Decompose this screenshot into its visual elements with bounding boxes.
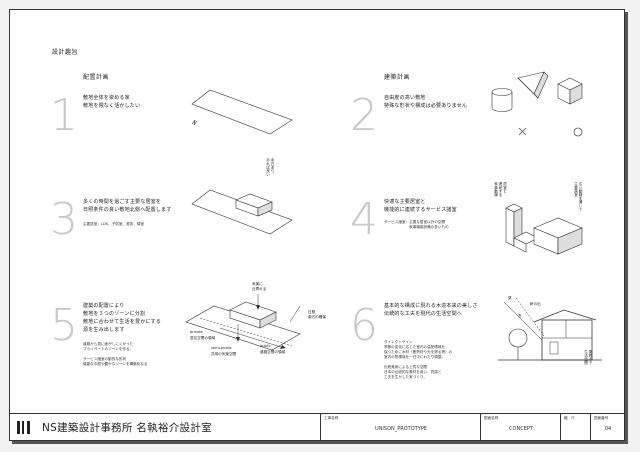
office-name: NS建築設計事務所 名執裕介設計室 <box>42 422 212 434</box>
drawing-caption: 図面名称 <box>484 416 499 420</box>
zone-public-sub: 道路空間の領域 <box>260 350 286 354</box>
scale-cell: 縮 尺 <box>560 414 591 441</box>
drawing-value: CONCEPT <box>509 426 533 432</box>
zone-public-label: public <box>260 344 271 348</box>
left-column-title: 配置計画 <box>83 74 110 81</box>
section-number-6: 6 <box>350 300 378 351</box>
section-note-4: サービス諸室：主要な居室以外の空間 家事機能設備の多いもの <box>384 220 449 229</box>
title-block: NS建築設計事務所 名執裕介設計室 工事名称 UNISON_PROTOTYPE … <box>10 413 624 441</box>
section-note-5: 道路から見に面がしにくかった プライベートのゾーンを作る。 サービス諸室の動的な… <box>83 342 148 366</box>
site-building-diagram-3 <box>191 189 293 235</box>
drawing-sheet: 設計趣旨 配置計画 建築計画 1 敷地全体を染める家 敷地を隈なく活かしたい 2… <box>9 9 625 441</box>
section-text-1: 敷地全体を染める家 敷地を隈なく活かしたい <box>83 95 141 109</box>
sheet-number-caption: 図面番号 <box>594 416 609 420</box>
section-text-4: 快適な主要居室と 機能的に連続するサービス諸室 <box>384 199 457 213</box>
section-text-6: 基本的な構成に現れる木造本来の美しさ 伝統的な工夫を現代の生活空間へ <box>384 303 478 317</box>
right-column-title: 建築計画 <box>384 74 411 81</box>
section-text-2: 自由度の高い敷地 特殊な形状や構成は必要ありません <box>384 95 468 109</box>
zoning-diagram-5 <box>185 294 301 351</box>
zone-private-label: private <box>190 330 203 334</box>
project-caption: 工事名称 <box>324 416 339 420</box>
section-note-3: 主要居室：LDK、子供室、書斎、寝室 <box>83 222 145 226</box>
s4-right-label: 広い動線を通して 主要居室 <box>574 182 584 211</box>
sheet-heading: 設計趣旨 <box>52 49 79 56</box>
section-number-3: 3 <box>50 194 78 245</box>
project-value: UNISON_PROTOTYPE <box>375 426 427 432</box>
s3-vertical-label: 余白あり、 あれば良い <box>266 158 276 176</box>
section-text-5: 建築の配置により 敷地を３つのゾーンに分割 敷地に合わせて生活を豊かにする 源を… <box>83 303 162 333</box>
building-mass-diagram-4 <box>505 203 583 255</box>
zone-private-sub: 居住空間の領域 <box>190 336 216 340</box>
section-number-1: 1 <box>50 90 78 141</box>
qr-code-icon <box>17 421 30 434</box>
zone-semipublic-label: semi-public <box>211 346 232 350</box>
section-diagram-6 <box>498 297 602 361</box>
section-number-4: 4 <box>350 194 378 245</box>
project-cell: 工事名称 UNISON_PROTOTYPE <box>320 414 481 441</box>
section-number-2: 2 <box>350 90 378 141</box>
site-plane-diagram-1 <box>191 89 293 135</box>
section-text-3: 多くの時間を過ごす主要な居室を 日照条件の良い敷地北側へ配置します <box>83 199 172 213</box>
shapes-diagram-2 <box>491 71 583 137</box>
section-number-5: 5 <box>50 300 78 351</box>
s6-winter-label: 冬 <box>518 314 522 318</box>
s6-eave-label: 軒の出 <box>530 302 541 306</box>
s6-summer-label: 夏 <box>508 296 512 300</box>
section-note-6: ダイレクトゲイン 季節の変化に応じた室内の温熱環境を 保つために木材（断熱材や光… <box>384 340 453 379</box>
scale-caption: 縮 尺 <box>564 416 575 420</box>
sheet-number-value: 04 <box>604 426 612 432</box>
drawing-cell: 図面名称 CONCEPT <box>480 414 561 441</box>
s6-right-label: 屋根の下 生活空間 <box>584 350 594 365</box>
zone-semipublic-sub: 共用の気楽空間 <box>211 352 237 356</box>
s5-top-label: 気楽に 近寄れる <box>252 282 267 291</box>
sheet-number-cell: 図面番号 04 <box>590 414 625 441</box>
s4-left-label: 居室と 連続する 家事動線 <box>494 182 508 197</box>
s5-right-label: 日照 南方の確保 <box>308 310 326 319</box>
